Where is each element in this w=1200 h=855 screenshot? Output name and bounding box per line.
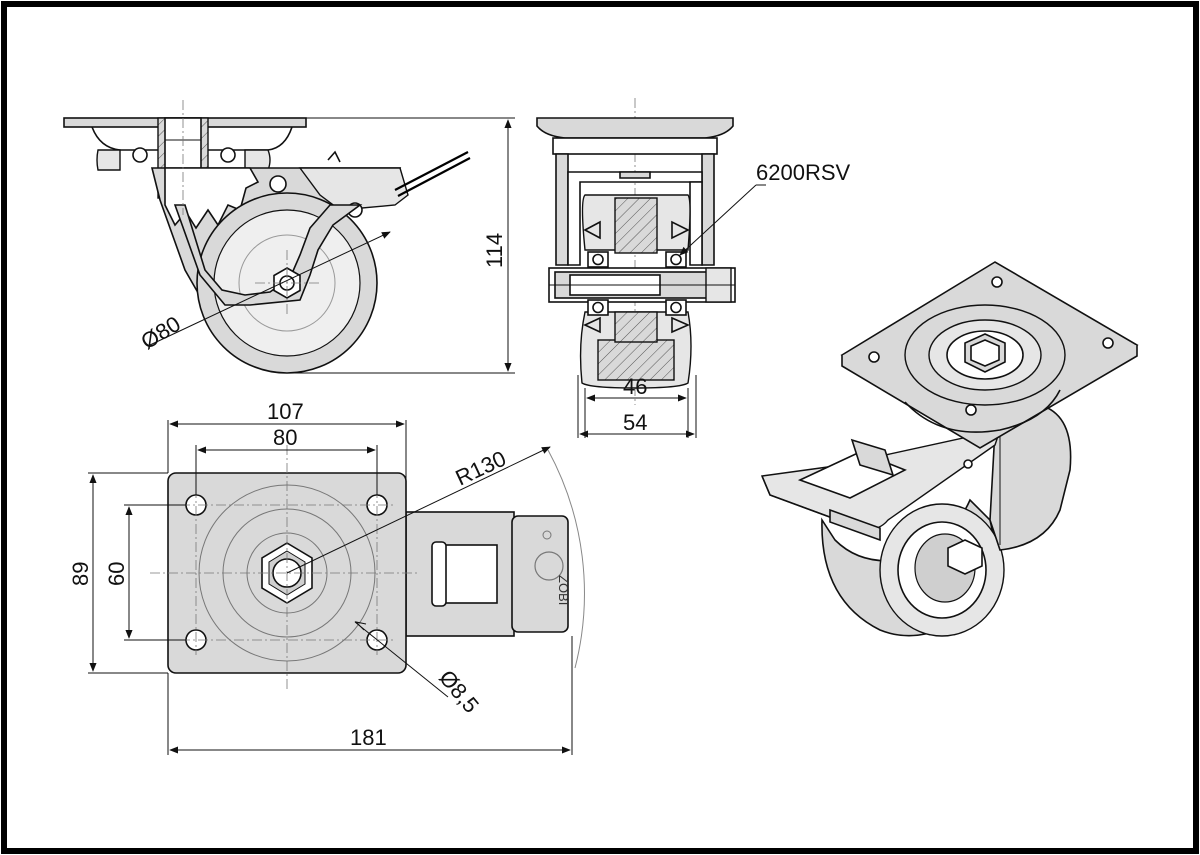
iso-axle-nut: [947, 539, 983, 575]
side-brake-lever: [394, 151, 469, 191]
plate-brake-pedal: [511, 515, 569, 633]
front-bearing-label: 6200RSV: [756, 160, 851, 185]
side-height-label: 114: [482, 233, 507, 268]
side-view: Ø80 114: [63, 100, 515, 374]
front-tread-width-label: 46: [623, 374, 647, 399]
plate-hole-leader: [354, 621, 449, 698]
side-brake-pedal: [298, 167, 409, 211]
front-top-plate: [536, 117, 734, 139]
front-overall-width-label: 54: [623, 410, 647, 435]
front-bearing-leader: [679, 184, 757, 256]
side-diameter-label: Ø80: [136, 311, 185, 354]
plate-radius-leader: [286, 446, 551, 574]
front-view: 6200RSV 46 54: [536, 98, 851, 438]
plate-brand-mark: ZOBI: [556, 575, 571, 605]
plate-length-label: 107: [267, 399, 304, 424]
plate-overall-length-label: 181: [350, 725, 387, 750]
plate-radius-label: R130: [452, 446, 510, 491]
isometric-view: [761, 261, 1139, 637]
iso-fork-side: [989, 404, 1072, 551]
side-diameter-leader: [149, 231, 391, 346]
side-pivot-hole: [269, 175, 287, 193]
plate-view: ZOBI R130 Ø8,5 107: [68, 399, 585, 755]
plate-hole-spacing-width-label: 60: [104, 562, 129, 586]
front-fork-legs: [555, 153, 569, 266]
plate-width-label: 89: [68, 562, 93, 586]
plate-swivel-arc: [547, 449, 585, 669]
plate-hole-spacing-length-label: 80: [273, 425, 297, 450]
